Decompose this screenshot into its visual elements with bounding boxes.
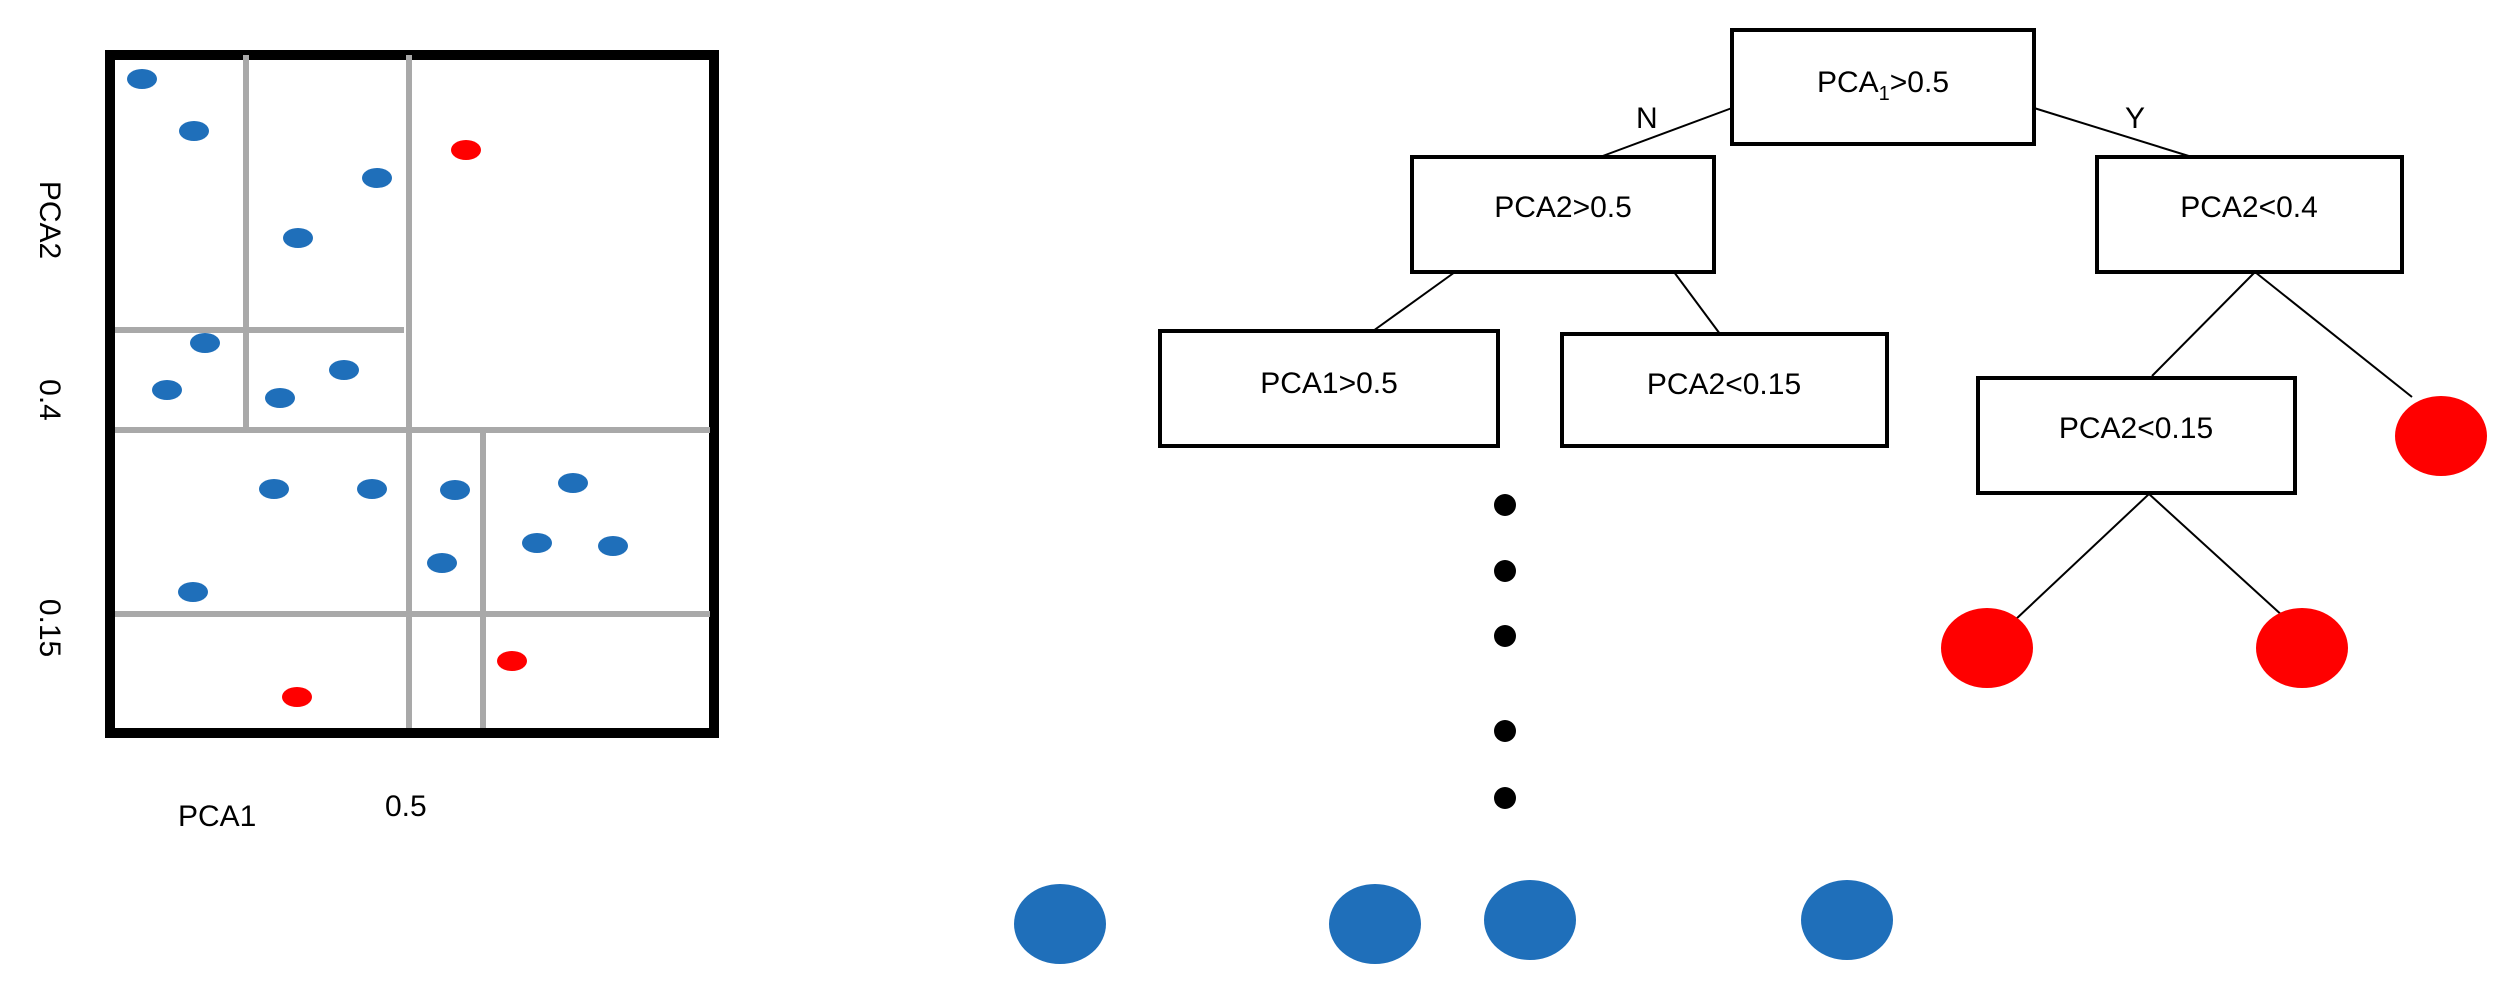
ellipsis-dot <box>1494 494 1516 516</box>
point-blue <box>127 69 157 89</box>
continuation-dots <box>1494 494 1516 809</box>
point-blue <box>178 582 208 602</box>
point-blue <box>329 360 359 380</box>
leaf-red <box>2395 396 2487 476</box>
ellipsis-dot <box>1494 560 1516 582</box>
y-axis-label: PCA2 <box>33 181 66 259</box>
tree-node-left-label: PCA2>0.5 <box>1494 191 1632 224</box>
point-blue <box>190 333 220 353</box>
tree-node-left-left: PCA1>0.5 <box>1158 329 1500 448</box>
tree-node-left-right-label: PCA2<0.15 <box>1647 368 1801 401</box>
edge-root-left <box>1599 107 1733 158</box>
scatter-points <box>127 69 628 707</box>
leaf-blue <box>1484 880 1576 960</box>
x-axis-label: PCA1 <box>178 800 256 833</box>
edge-rl-leaf-right <box>2148 493 2286 619</box>
edge-label-no: N <box>1636 102 1658 135</box>
point-blue <box>283 228 313 248</box>
edge-left-right <box>1673 271 1721 335</box>
leaf-blue <box>1014 884 1106 964</box>
point-red <box>451 140 481 160</box>
point-blue <box>558 473 588 493</box>
tree-edges <box>1372 107 2413 621</box>
edge-root-right <box>2033 107 2193 158</box>
edge-right-left <box>2151 271 2256 377</box>
ellipsis-dot <box>1494 625 1516 647</box>
y-tick-label-high: 0.4 <box>33 379 66 421</box>
point-blue <box>362 168 392 188</box>
leaf-red <box>1941 608 2033 688</box>
ellipsis-dot <box>1494 720 1516 742</box>
edge-rl-leaf-left <box>2014 493 2150 621</box>
decision-tree: N Y PCA1>0.5 PCA2>0.5 PCA2<0.4 PCA1>0.5 … <box>1014 28 2487 964</box>
edge-label-yes: Y <box>2125 102 2145 135</box>
tree-node-left-left-label: PCA1>0.5 <box>1260 367 1398 400</box>
edge-left-left <box>1372 271 1456 332</box>
leaf-red <box>2256 608 2348 688</box>
tree-node-right-label: PCA2<0.4 <box>2180 191 2318 224</box>
ellipsis-dot <box>1494 787 1516 809</box>
point-blue <box>259 479 289 499</box>
point-blue <box>357 479 387 499</box>
edge-right-leaf <box>2254 271 2413 398</box>
tree-node-left-right: PCA2<0.15 <box>1560 332 1889 448</box>
tree-node-right: PCA2<0.4 <box>2095 155 2404 274</box>
point-blue <box>152 380 182 400</box>
tree-node-left: PCA2>0.5 <box>1410 155 1716 274</box>
point-blue <box>522 533 552 553</box>
blue-leaves <box>1014 880 1893 964</box>
split-lines <box>115 55 710 728</box>
point-blue <box>265 388 295 408</box>
red-leaves <box>1941 396 2487 688</box>
point-red <box>497 651 527 671</box>
tree-node-root: PCA1>0.5 <box>1730 28 2036 146</box>
point-blue <box>440 480 470 500</box>
tree-node-right-left: PCA2<0.15 <box>1976 376 2297 495</box>
point-blue <box>427 553 457 573</box>
y-tick-label-low: 0.15 <box>33 599 66 657</box>
x-tick-label: 0.5 <box>385 790 427 823</box>
leaf-blue <box>1329 884 1421 964</box>
leaf-blue <box>1801 880 1893 960</box>
tree-node-right-left-label: PCA2<0.15 <box>2059 412 2213 445</box>
scatter-panel: PCA2 0.4 0.15 PCA1 0.5 <box>33 50 719 833</box>
tree-node-root-label: PCA1>0.5 <box>1817 66 1949 105</box>
point-blue <box>598 536 628 556</box>
point-blue <box>179 121 209 141</box>
point-red <box>282 687 312 707</box>
